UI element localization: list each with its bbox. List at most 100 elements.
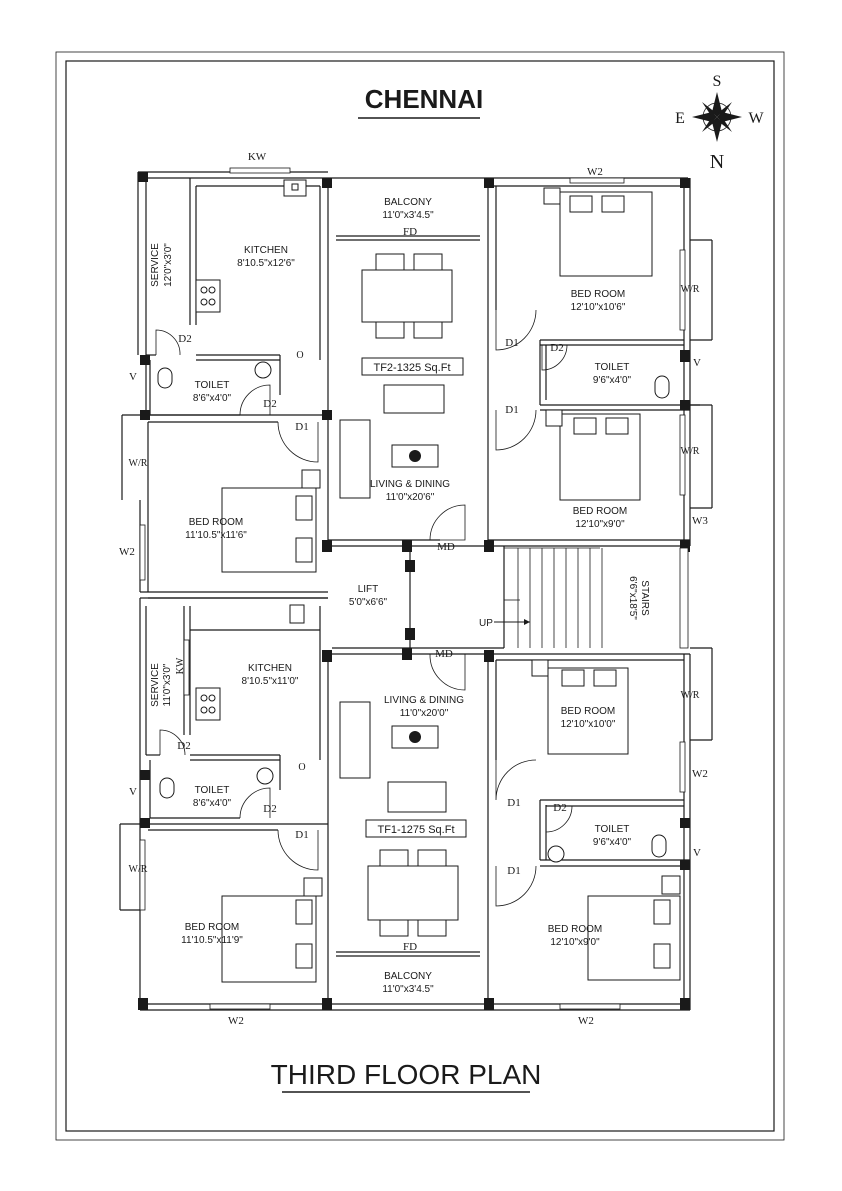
- plan-title: CHENNAI: [365, 84, 483, 114]
- bot-w2-right-label: W2: [692, 768, 708, 780]
- bot-d1-label-left: D1: [295, 829, 308, 841]
- tf1-area-box: [365, 819, 467, 838]
- lift-size: 5'0"x6'6": [349, 597, 388, 608]
- d2-door-bottom: [159, 729, 186, 756]
- bot-bed-right2-name: BED ROOM: [548, 924, 602, 935]
- bot-v-label-left: V: [129, 786, 137, 798]
- core: [332, 546, 690, 655]
- bot-toilet-left-name: TOILET: [195, 785, 230, 796]
- stairs-name: STAIRS: [639, 580, 650, 616]
- top-wr-label: W/R: [681, 284, 700, 295]
- compass-rose-icon: [692, 92, 742, 142]
- compass-west: W: [748, 110, 764, 127]
- w2-window-right: [679, 741, 686, 793]
- outer-border: [55, 51, 785, 1141]
- bot-fd-label: FD: [403, 941, 417, 953]
- bot-toilet-right-size: 9'6"x4'0": [593, 837, 632, 848]
- bot-service-name: SERVICE: [150, 663, 161, 707]
- bot-bed-right-size: 12'10"x10'0": [561, 719, 616, 730]
- bot-d2-label-right: D2: [553, 802, 566, 814]
- top-w2-label: W2: [587, 166, 603, 178]
- bot-kitchen-size: 8'10.5"x11'0": [242, 676, 299, 687]
- md-door-top: [429, 504, 466, 541]
- bot-kitchen-name: KITCHEN: [248, 663, 292, 674]
- w2-window-bottom-right: [559, 1003, 621, 1010]
- bot-w2-left-label: W2: [228, 1015, 244, 1027]
- tf2-area: TF2-1325 Sq.Ft: [373, 362, 450, 374]
- top-w2-left-label: W2: [119, 546, 135, 558]
- d1-door-bed-bottom-right: [495, 759, 537, 801]
- bot-bed-right-name: BED ROOM: [561, 706, 615, 717]
- d1-door-bed-left: [277, 421, 319, 463]
- bot-kw-label: KW: [175, 657, 186, 674]
- tf2-area-box: [361, 357, 464, 376]
- top-kw-label: KW: [248, 151, 267, 163]
- top-d1-label-left: D1: [295, 421, 308, 433]
- bottom-columns: [138, 648, 690, 1010]
- bot-wr-right-label: W/R: [681, 690, 700, 701]
- tf1-area: TF1-1275 Sq.Ft: [377, 824, 454, 836]
- wr-window-bottom: [139, 839, 146, 911]
- top-bed-right2-size: 12'10"x9'0": [575, 519, 625, 530]
- top-d2-label: D2: [178, 333, 191, 345]
- top-v-label-right: V: [693, 357, 701, 369]
- w2-window-bottom-left: [209, 1003, 271, 1010]
- d1-door-bed-right: [495, 309, 537, 351]
- top-wr-right2-label: W/R: [681, 446, 700, 457]
- top-d2-label-toilet: D2: [263, 398, 276, 410]
- bot-wr-left-label: W/R: [129, 864, 148, 875]
- top-v-label-left: V: [129, 371, 137, 383]
- compass-east: E: [675, 110, 685, 127]
- bot-o-label: O: [298, 762, 305, 773]
- bot-md-label: MD: [435, 648, 453, 660]
- w2-window-left: [139, 524, 146, 581]
- top-o-label: O: [296, 350, 303, 361]
- bot-bed-left-name: BED ROOM: [185, 922, 239, 933]
- d2-door-bottom-right: [545, 805, 573, 833]
- d1-door-bed-bottom-left: [277, 829, 319, 871]
- bot-toilet-right-name: TOILET: [595, 824, 630, 835]
- top-wr-left-label: W/R: [129, 458, 148, 469]
- bot-v-label-right: V: [693, 847, 701, 859]
- top-d1-label-b: D1: [505, 404, 518, 416]
- wr-window-top2: [679, 414, 686, 496]
- top-service-name: SERVICE: [150, 243, 161, 287]
- d2-door-toilet-bottom: [239, 787, 271, 819]
- w2-window-top: [569, 177, 625, 184]
- top-bed-right-size: 12'10"x10'6": [571, 302, 626, 313]
- bot-d1-label-a: D1: [507, 797, 520, 809]
- top-w3-label: W3: [692, 515, 708, 527]
- floor-plan-title: THIRD FLOOR PLAN: [271, 1059, 542, 1090]
- top-toilet-right-name: TOILET: [595, 362, 630, 373]
- bot-bed-right2-size: 12'10"x9'0": [550, 937, 600, 948]
- inner-border: [65, 60, 775, 1132]
- top-toilet-left-size: 8'6"x4'0": [193, 393, 232, 404]
- d2-door-toilet: [239, 384, 271, 416]
- stairs-size: 6'6"x18'5": [627, 576, 638, 620]
- top-d2-label-right: D2: [550, 342, 563, 354]
- top-columns: [138, 172, 690, 552]
- d2-door-top: [155, 329, 181, 356]
- top-bed-right2-name: BED ROOM: [573, 506, 627, 517]
- top-living-name: LIVING & DINING: [370, 479, 450, 490]
- top-bed-left-size: 11'10.5"x11'6": [185, 530, 247, 541]
- bot-balcony-size: 11'0"x3'4.5": [382, 984, 434, 995]
- top-bed-left-name: BED ROOM: [189, 517, 243, 528]
- bot-living-name: LIVING & DINING: [384, 695, 464, 706]
- bot-balcony-name: BALCONY: [384, 971, 432, 982]
- bottom-furniture: [159, 659, 681, 983]
- compass-south: S: [713, 73, 722, 90]
- kw-window-bottom: [183, 639, 190, 696]
- top-balcony-size: 11'0"x3'4.5": [382, 210, 434, 221]
- top-service-size: 12'0"x3'0": [163, 243, 174, 287]
- bot-w2-right2-label: W2: [578, 1015, 594, 1027]
- kw-window: [229, 167, 291, 174]
- bot-d2-label-toilet: D2: [263, 803, 276, 815]
- wr-window-top: [679, 249, 686, 331]
- compass-north: N: [710, 151, 724, 173]
- top-toilet-left-name: TOILET: [195, 380, 230, 391]
- top-kitchen-size: 8'10.5"x12'6": [237, 258, 295, 269]
- top-balcony-name: BALCONY: [384, 197, 432, 208]
- d1-door-bed-bottom-right2: [495, 865, 537, 907]
